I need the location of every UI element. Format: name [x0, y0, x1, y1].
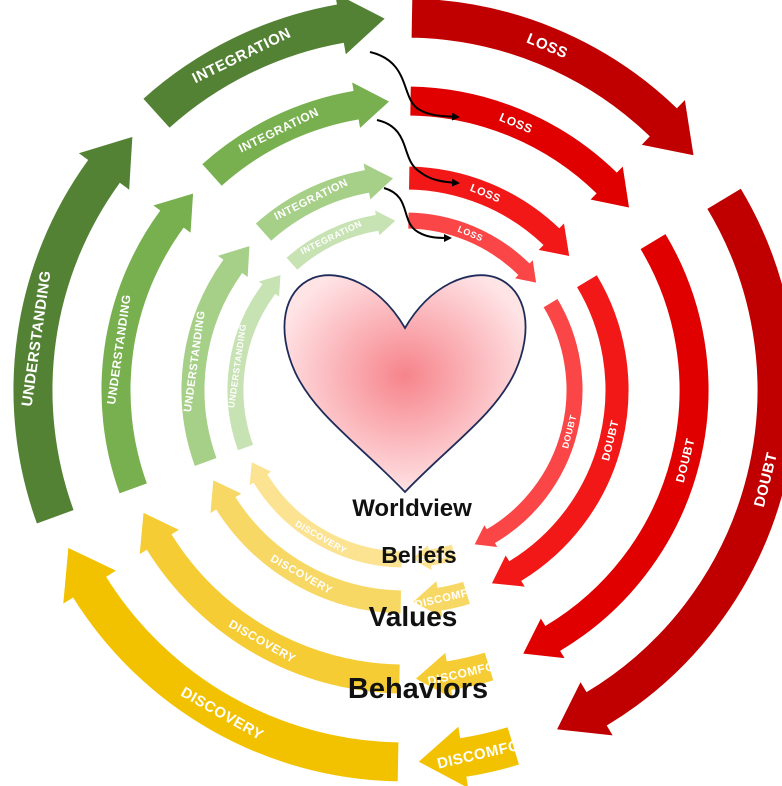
ring-2-understanding-arrow	[100, 192, 195, 495]
ring-2: LOSSDOUBTDISCOMFORTDISCOVERYUNDERSTANDIN…	[100, 80, 710, 701]
ring-4-integration-arrow	[285, 208, 397, 272]
rings-layer: LOSSDOUBTDISCOMFORTDISCOVERYUNDERSTANDIN…	[12, 0, 782, 786]
beliefs-label: Beliefs	[381, 542, 456, 568]
ring-2-discovery-arrow	[138, 511, 401, 695]
ring-2-discomfort-arrow	[414, 650, 495, 701]
ring-3-understanding-arrow	[180, 244, 251, 468]
ring-2-loss-arrow	[409, 85, 631, 209]
ring-4-understanding-arrow	[226, 273, 282, 452]
ring-4-doubt-arrow	[473, 297, 584, 549]
ring-1-discovery-arrow	[62, 546, 400, 783]
ring-1-understanding-arrow	[12, 135, 134, 525]
center-labels: Worldview Beliefs Values Behaviors	[348, 495, 488, 705]
ring-3-doubt-arrow	[490, 273, 630, 588]
ring-1-doubt-arrow	[555, 187, 782, 737]
heart-icon	[283, 274, 527, 494]
ring-4-discomfort-arrow	[410, 543, 458, 572]
values-label: Values	[369, 601, 458, 632]
ring-3-discovery-arrow	[209, 478, 403, 615]
curved-arrow-icon	[376, 119, 460, 187]
ring-4-discovery-arrow	[248, 460, 403, 569]
ring-1-loss-arrow	[410, 0, 695, 157]
connectors-layer	[369, 51, 460, 242]
behaviors-label: Behaviors	[348, 673, 488, 705]
ring-3-discomfort-arrow	[411, 579, 472, 620]
curved-arrow-icon	[383, 187, 452, 242]
curved-arrow-icon	[369, 51, 460, 121]
ring-1-integration-arrow	[141, 0, 387, 130]
ring-2-integration-arrow	[200, 80, 391, 188]
ring-3-integration-arrow	[254, 161, 395, 243]
ring-3: LOSSDOUBTDISCOMFORTDISCOVERYUNDERSTANDIN…	[180, 161, 630, 620]
ring-4: LOSSDOUBTDISCOMFORTDISCOVERYUNDERSTANDIN…	[226, 208, 584, 572]
ring-2-doubt-arrow	[521, 232, 710, 660]
worldview-label: Worldview	[352, 495, 472, 522]
ring-1-discomfort-arrow	[417, 724, 521, 786]
ring-3-loss-arrow	[407, 165, 571, 258]
